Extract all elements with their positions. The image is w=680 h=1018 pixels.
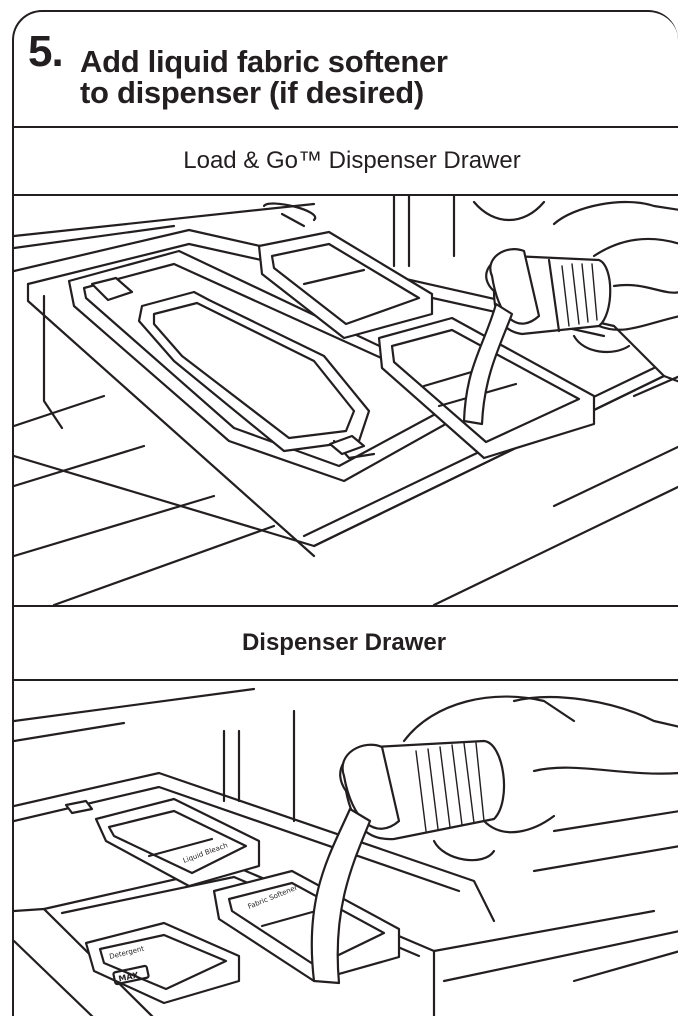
max-fill-label: MAX	[118, 970, 141, 983]
load-and-go-drawer-drawing	[14, 196, 678, 605]
dispenser-drawer-drawing: Liquid Bleach Fabric Softener Detergent …	[14, 687, 678, 1016]
step-title-line-1: Add liquid fabric softener	[80, 44, 448, 79]
illustration-dispenser-drawer: Liquid Bleach Fabric Softener Detergent …	[14, 681, 678, 1016]
section-label-dispenser-drawer: Dispenser Drawer	[241, 629, 447, 656]
section-header-dispenser-drawer: Dispenser Drawer	[14, 605, 678, 681]
step-header: 5. Add liquid fabric softener to dispens…	[14, 12, 678, 126]
step-title-line-2: to dispenser (if desired)	[80, 75, 424, 110]
section-header-load-and-go: Load & Go™ Dispenser Drawer	[14, 126, 678, 196]
step-title: Add liquid fabric softener to dispenser …	[80, 46, 448, 108]
max-fill-badge	[112, 964, 150, 986]
illustration-load-and-go-drawer	[14, 196, 678, 605]
instruction-card: 5. Add liquid fabric softener to dispens…	[12, 10, 678, 1016]
step-number: 5.	[28, 27, 64, 76]
section-label-load-and-go: Load & Go™ Dispenser Drawer	[183, 147, 521, 174]
